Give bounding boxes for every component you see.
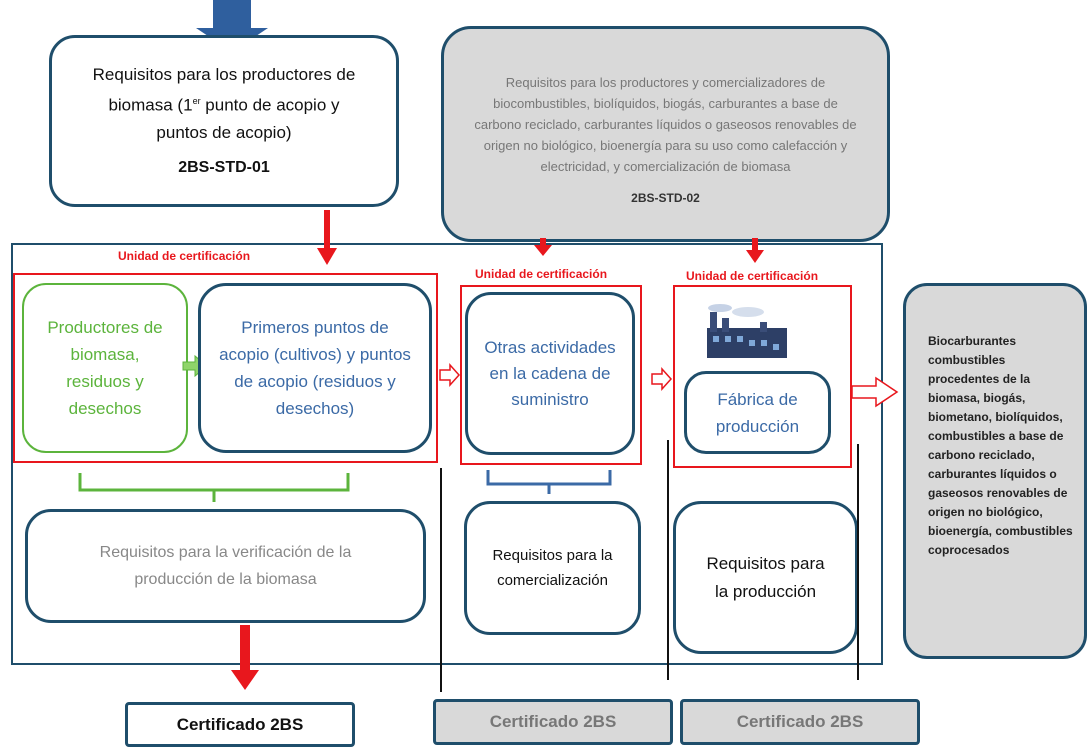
certification-unit-label-3: Unidad de certificación [686,269,819,283]
hollow-arrows [439,363,899,408]
certification-unit-3 [673,285,852,468]
producers-text: Productores de biomasa, residuos y desec… [47,318,163,418]
producers-box: Productores de biomasa, residuos y desec… [22,283,188,453]
divider-line-1 [440,468,442,692]
requirements-line-2a: biomasa (1 [108,95,193,115]
output-products-box: Biocarburantes combustibles procedentes … [903,283,1087,659]
certification-frame [11,243,883,665]
biofuel-requirements-text: Requisitos para los productores y comerc… [474,74,857,174]
divider-line-2 [667,440,669,680]
certification-unit-1 [13,273,438,463]
divider-line-3 [857,444,859,680]
commercialization-requirements-text: Requisitos para la comercialización [492,547,613,589]
certificate-2bs-1: Certificado 2BS [125,702,355,747]
requirements-line-2: biomasa (1er punto de acopio y [108,88,339,119]
other-activities-box: Otras actividades en la cadena de sumini… [465,292,635,455]
certification-unit-label-1: Unidad de certificación [118,249,251,263]
certificate-2bs-2: Certificado 2BS [433,699,673,745]
biomass-producers-requirements-box: Requisitos para los productores de bioma… [49,35,399,207]
red-arrows [231,210,764,690]
first-collection-points-text: Primeros puntos de acopio (cultivos) y p… [219,318,411,418]
certification-unit-2 [460,285,642,465]
production-requirements-text: Requisitos para la producción [706,553,825,601]
certification-unit-label-2: Unidad de certificación [475,267,608,281]
certificate-2bs-3: Certificado 2BS [680,699,920,745]
output-products-text: Biocarburantes combustibles procedentes … [928,334,1073,557]
production-factory-box: Fábrica de producción [684,371,831,454]
requirements-line-1: Requisitos para los productores de [92,65,356,85]
braces [78,470,612,502]
standard-code-std-01: 2BS-STD-01 [178,158,270,176]
certificate-label-3: Certificado 2BS [736,712,864,731]
other-activities-text: Otras actividades en la cadena de sumini… [484,337,616,409]
verification-requirements-text: Requisitos para la verificación de la pr… [99,544,352,588]
factory-icon [707,304,787,358]
first-collection-points-box: Primeros puntos de acopio (cultivos) y p… [198,283,432,453]
requirements-line-3: puntos de acopio) [156,122,292,142]
certificate-label-1: Certificado 2BS [176,714,304,734]
biofuel-requirements-box: Requisitos para los productores y comerc… [441,26,890,242]
superscript-er: er [192,96,201,107]
certificate-label-2: Certificado 2BS [489,712,617,731]
commercialization-requirements-box: Requisitos para la comercialización [464,501,641,635]
production-factory-text: Fábrica de producción [715,389,800,436]
production-requirements-box: Requisitos para la producción [673,501,858,654]
verification-requirements-box: Requisitos para la verificación de la pr… [25,509,426,623]
standard-code-std-02: 2BS-STD-02 [631,190,700,205]
requirements-line-2b: punto de acopio y [200,95,340,115]
